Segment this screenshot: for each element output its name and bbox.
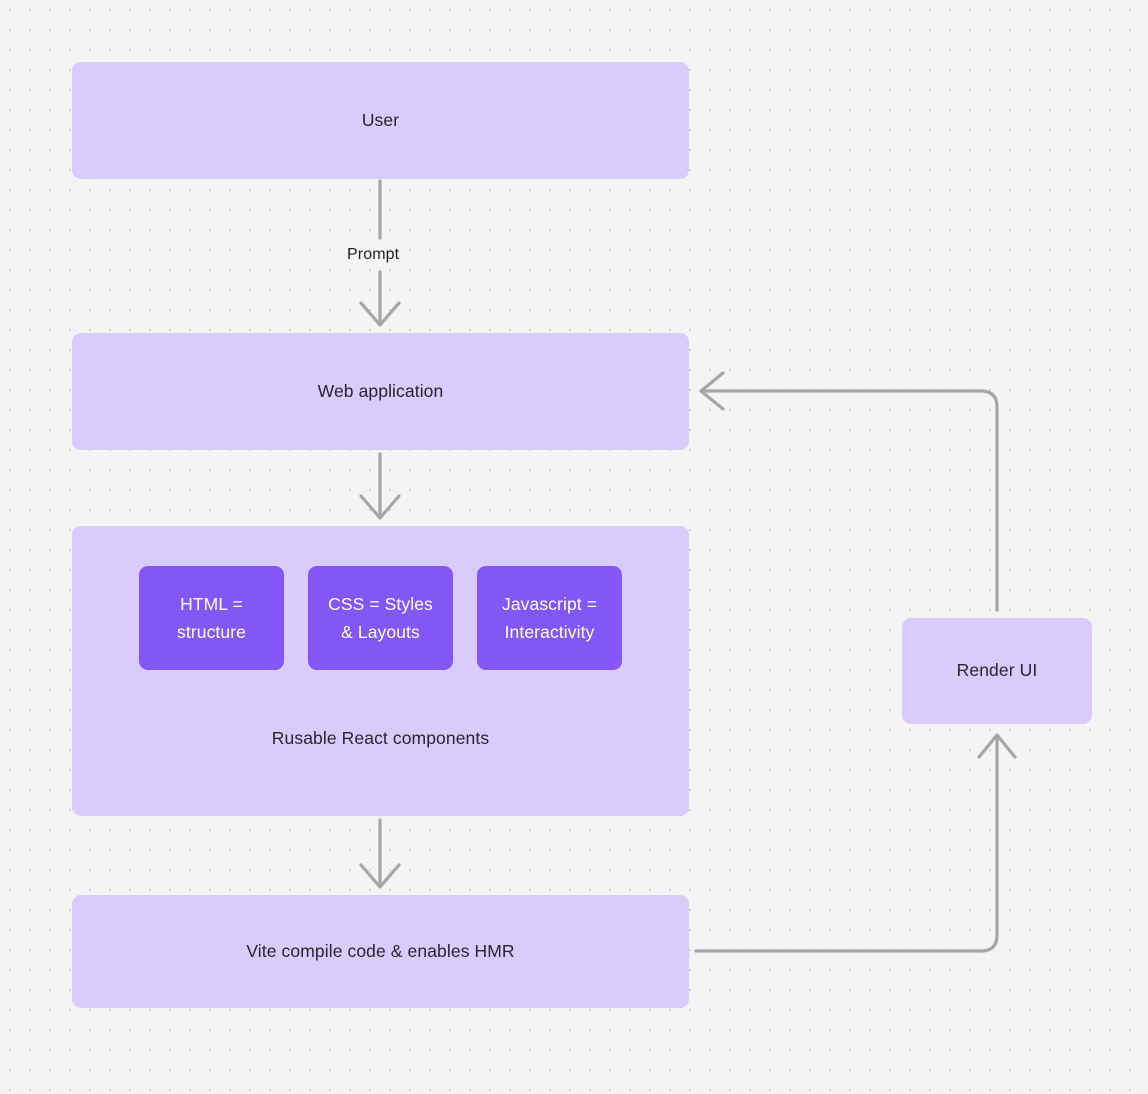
sub-node-css-label: CSS = Styles & Layouts <box>328 593 433 642</box>
sub-node-javascript-label: Javascript = Interactivity <box>501 593 598 642</box>
arrowhead-prompt-to-webapp <box>359 301 401 327</box>
arrowhead-render-to-webapp <box>699 371 725 411</box>
sub-node-css[interactable]: CSS = Styles & Layouts <box>308 566 453 670</box>
node-vite-label: Vite compile code & enables HMR <box>246 940 515 961</box>
node-web-application-label: Web application <box>317 380 444 401</box>
components-group-caption: Rusable React components <box>271 728 490 748</box>
node-user-label: User <box>361 109 400 130</box>
edge-render-to-webapp <box>702 389 999 612</box>
arrowhead-webapp-to-components <box>359 494 401 520</box>
sub-node-html-label: HTML = structure <box>177 593 246 642</box>
node-render-ui-label: Render UI <box>956 660 1038 681</box>
node-vite[interactable]: Vite compile code & enables HMR <box>72 895 689 1008</box>
edge-vite-to-render <box>694 736 999 953</box>
node-web-application[interactable]: Web application <box>72 333 689 450</box>
sub-node-html[interactable]: HTML = structure <box>139 566 284 670</box>
edge-label-prompt: Prompt <box>347 246 400 263</box>
arrowhead-vite-to-render <box>977 733 1017 759</box>
components-sub-row: HTML = structure CSS = Styles & Layouts … <box>139 566 622 670</box>
sub-node-javascript[interactable]: Javascript = Interactivity <box>477 566 622 670</box>
node-user[interactable]: User <box>72 62 689 179</box>
node-components-group[interactable]: HTML = structure CSS = Styles & Layouts … <box>72 526 689 816</box>
node-render-ui[interactable]: Render UI <box>902 618 1092 724</box>
arrowhead-components-to-vite <box>359 863 401 889</box>
